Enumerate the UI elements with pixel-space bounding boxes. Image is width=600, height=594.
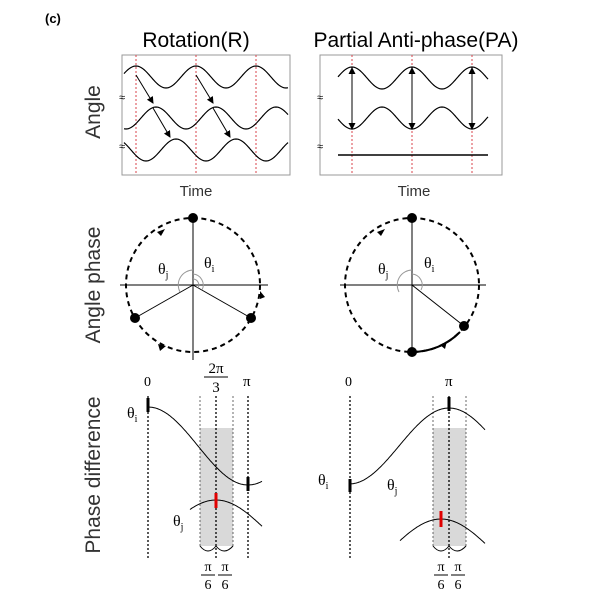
label-pi6-numerator: π [454,560,461,575]
wave-curve-middle [337,106,489,130]
phase-difference-left-panel: 0 π 2π 3 θi θj π 6 π 6 [127,361,263,593]
panel-label: (c) [45,11,61,26]
angle-arc [411,273,423,291]
theta-i-label: θi [424,255,435,275]
angle-arc [192,273,204,291]
phase-dot [130,313,140,323]
angle-arc [177,269,194,293]
wave-curve-top [337,66,489,90]
phase-dot [246,313,256,323]
theta-j-label: θj [387,477,397,497]
circle-direction-arrow [157,229,165,236]
label-pi6-denominator: 6 [455,578,462,593]
angle-arc [192,278,200,289]
wave-curve-top [123,65,289,89]
phase-circle-left: θj θi [120,213,268,360]
circle-direction-arrow [377,229,385,236]
interval-brace [199,545,234,552]
label-zero: 0 [144,375,151,390]
theta-i-curve [349,407,486,485]
label-pi6-numerator: π [204,560,211,575]
theta-i-label: θi [204,255,215,275]
row-label-angle: Angle [82,85,105,139]
row-label-angle-phase: Angle phase [82,227,105,344]
label-pi6-numerator: π [221,560,228,575]
theta-i-curve [148,406,263,486]
theta-j-curve [189,499,263,527]
radius-line [192,284,252,319]
wave-curve-bottom [123,138,289,162]
phase-circle-right: θj θi [340,213,486,357]
angle-time-right-panel: ≈ ≈ [317,54,503,176]
theta-i-label: θi [127,405,138,425]
theta-j-label: θj [173,513,183,533]
label-zero: 0 [345,375,352,390]
gray-band [433,428,466,546]
time-axis-label-right: Time [398,183,431,200]
phase-shift-arrow [135,74,154,104]
solid-arc-segment [411,331,461,354]
axis-break-mark: ≈ [317,92,323,104]
circle-direction-arrow [260,291,265,299]
column-title-rotation: Rotation(R) [142,29,249,52]
radius-line [134,284,194,319]
axis-break-mark: ≈ [119,141,125,153]
label-pi6-numerator: π [437,560,444,575]
circle-direction-arrow [440,341,447,349]
phase-shift-arrow [212,107,231,138]
label-two-pi-denominator: 3 [212,380,220,396]
wave-curve-middle [123,106,289,130]
axis-break-mark: ≈ [119,92,125,104]
label-two-pi-numerator: 2π [208,361,224,377]
time-axis-label-left: Time [180,183,213,200]
label-pi: π [445,374,453,390]
phase-difference-right-panel: 0 π θi θj π 6 π 6 [318,374,486,593]
label-pi6-denominator: 6 [222,578,229,593]
angle-time-left-panel: ≈ ≈ [119,54,291,176]
theta-j-label: θj [158,261,168,281]
angle-time-right-frame [319,54,503,176]
axis-break-mark: ≈ [317,141,323,153]
gray-band [200,428,233,546]
phase-dot [188,213,198,223]
column-title-partial-anti-phase: Partial Anti-phase(PA) [313,29,518,52]
theta-i-label: θi [318,472,329,492]
phase-dot [407,213,417,223]
label-pi: π [243,374,251,390]
label-pi6-denominator: 6 [205,578,212,593]
phase-shift-arrow [152,107,171,138]
angle-arc [396,269,413,293]
radius-line [411,284,465,327]
circle-direction-arrow [158,344,166,351]
angle-time-left-frame [121,54,291,176]
label-pi6-denominator: 6 [438,578,445,593]
phase-shift-arrow [195,74,214,104]
row-label-phase-difference: Phase difference [82,396,105,553]
phase-dot [459,321,469,331]
theta-j-label: θj [378,261,388,281]
interval-brace [432,545,467,552]
